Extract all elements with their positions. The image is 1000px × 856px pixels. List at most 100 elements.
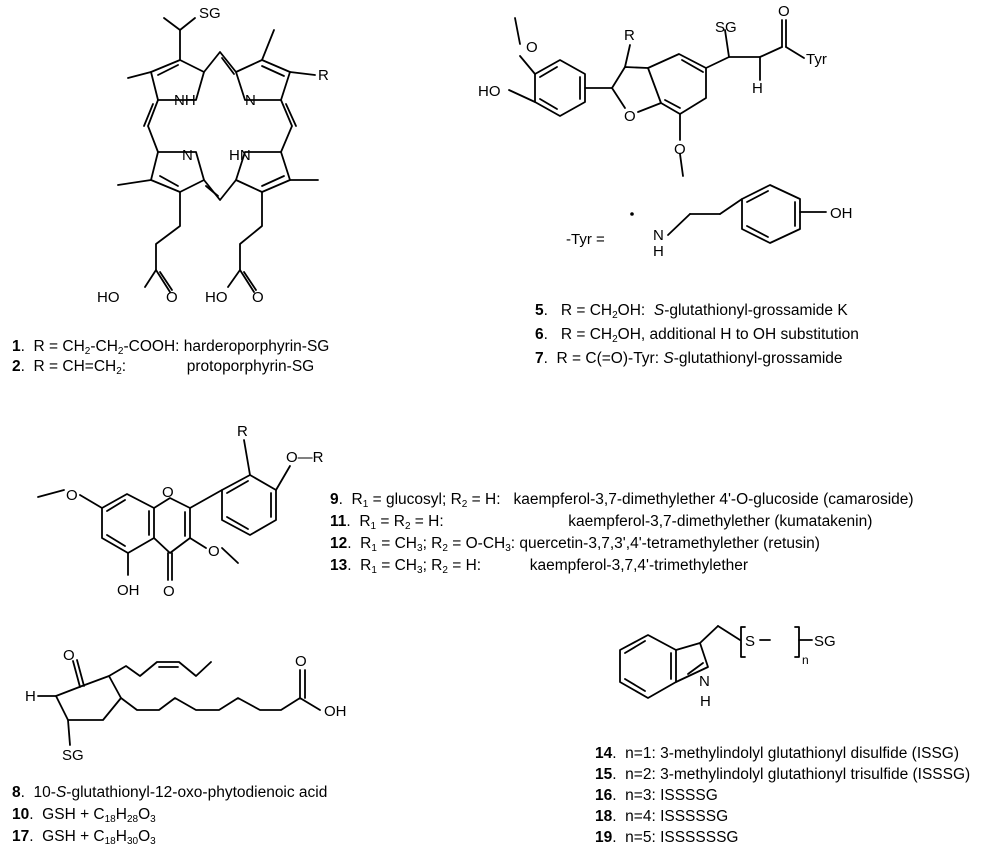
caption-1: 1. R = CH2-CH2-COOH: harderoporphyrin-SG xyxy=(12,338,330,357)
compound-number: 9 xyxy=(330,491,339,508)
grossamide-ho-label: HO xyxy=(478,83,501,100)
grossamide-tyr-label: Tyr xyxy=(806,51,827,68)
porphyrin-r-label: R xyxy=(318,67,329,84)
compound-number: 6 xyxy=(535,326,544,343)
caption-9: 9. R1 = glucosyl; R2 = H: kaempferol-3,7… xyxy=(330,491,914,510)
caption-text: n=3: ISSSSG xyxy=(625,787,718,804)
grossamide-h-label: H xyxy=(752,80,763,97)
indole-s-label: S xyxy=(745,633,755,650)
indole-sg-label: SG xyxy=(814,633,836,650)
compound-number: 16 xyxy=(595,787,613,804)
phytodienoic-structure: O H SG O OH xyxy=(25,647,347,764)
tyr-oh-label: OH xyxy=(830,205,853,222)
porphyrin-n-label-1: N xyxy=(245,92,256,109)
tyr-n-label: N xyxy=(653,227,664,244)
caption-text: R = C(=O)-Tyr: S-glutathionyl-grossamide xyxy=(556,350,843,367)
caption-8: 8. 10-S-glutathionyl-12-oxo-phytodienoic… xyxy=(12,784,328,801)
caption-7: 7. R = C(=O)-Tyr: S-glutathionyl-grossam… xyxy=(535,350,843,367)
compound-name: kaempferol-3,7,4'-trimethylether xyxy=(529,557,749,574)
porphyrin-o-label-2: O xyxy=(252,289,264,306)
porphyrin-structure: SG R NH N N HN HO O HO O xyxy=(97,5,329,306)
flavone-oh-label: OH xyxy=(117,582,140,599)
grossamide-keto-o-label: O xyxy=(778,3,790,20)
porphyrin-ho-label-2: HO xyxy=(205,289,228,306)
indole-n-subscript: n xyxy=(802,653,809,667)
compound-number: 7 xyxy=(535,350,544,367)
grossamide-structure: O HO R O O SG O Tyr H -Tyr = N H OH xyxy=(478,3,853,260)
compound-number: 11 xyxy=(330,513,347,530)
tyr-definition-label: -Tyr = xyxy=(566,231,605,248)
indole-nh-h-label: H xyxy=(700,693,711,710)
caption-13: 13. R1 = CH3; R2 = H: kaempferol-3,7,4'-… xyxy=(330,557,749,576)
compound-number: 15 xyxy=(595,766,613,783)
flavone-methoxy-o-label: O xyxy=(66,487,78,504)
indole-n-label: N xyxy=(699,673,710,690)
caption-text: R = CH2-CH2-COOH: harderoporphyrin-SG xyxy=(33,338,330,357)
caption-14: 14. n=1: 3-methylindolyl glutathionyl di… xyxy=(595,745,960,762)
caption-18: 18. n=4: ISSSSSG xyxy=(595,808,729,825)
flavone-o-r-label: O—R xyxy=(286,449,324,466)
opda-h-label: H xyxy=(25,688,36,705)
compound-number: 12 xyxy=(330,535,348,552)
flavone-r-top-label: R xyxy=(237,423,248,440)
caption-text: GSH + C18H28O3 xyxy=(42,806,156,825)
compound-number: 13 xyxy=(330,557,348,574)
caption-text: R = CH2OH, additional H to OH substituti… xyxy=(560,326,859,345)
caption-text: R1 = CH3; R2 = O-CH3: xyxy=(360,535,516,554)
porphyrin-hn-label: HN xyxy=(229,147,251,164)
caption-19: 19. n=5: ISSSSSSG xyxy=(595,829,739,846)
caption-12: 12. R1 = CH3; R2 = O-CH3: quercetin-3,7,… xyxy=(330,535,820,554)
grossamide-sg-label: SG xyxy=(715,19,737,36)
grossamide-methoxy-o-label-2: O xyxy=(674,141,686,158)
compound-number: 14 xyxy=(595,745,613,762)
flavone-structure: R O—R O O O OH O xyxy=(37,423,324,600)
compound-name: quercetin-3,7,3',4'-tetramethylether (re… xyxy=(519,535,820,552)
caption-16: 16. n=3: ISSSSG xyxy=(595,787,718,804)
caption-2: 2. R = CH=CH2: protoporphyrin-SG xyxy=(12,358,315,377)
caption-text: n=5: ISSSSSSG xyxy=(625,829,739,846)
caption-text: n=2: 3-methylindolyl glutathionyl trisul… xyxy=(625,766,971,783)
opda-oh-label: OH xyxy=(324,703,347,720)
porphyrin-n-label-2: N xyxy=(182,147,193,164)
compound-number: 18 xyxy=(595,808,613,825)
caption-17: 17. GSH + C18H30O3 xyxy=(12,828,156,847)
indole-structure: S n SG N H xyxy=(619,625,836,710)
caption-6: 6. R = CH2OH, additional H to OH substit… xyxy=(535,326,859,345)
porphyrin-sg-label: SG xyxy=(199,5,221,22)
opda-keto-o-label: O xyxy=(63,647,75,664)
caption-text: R = CH=CH2: xyxy=(33,358,127,377)
caption-11: 11. R1 = R2 = H: kaempferol-3,7-dimethyl… xyxy=(330,513,873,532)
flavone-methoxy-o-label-2: O xyxy=(208,543,220,560)
flavone-ring-o-label: O xyxy=(162,484,174,501)
caption-text: R = CH2OH: S-glutathionyl-grossamide K xyxy=(560,302,848,321)
caption-text: GSH + C18H30O3 xyxy=(42,828,156,847)
grossamide-r-label: R xyxy=(624,27,635,44)
caption-text: n=4: ISSSSSG xyxy=(625,808,729,825)
compound-number: 17 xyxy=(12,828,30,845)
caption-text: R1 = glucosyl; R2 = H: xyxy=(351,491,510,510)
caption-text: R1 = R2 = H: xyxy=(359,513,444,532)
caption-15: 15. n=2: 3-methylindolyl glutathionyl tr… xyxy=(595,766,971,783)
caption-text: n=1: 3-methylindolyl glutathionyl disulf… xyxy=(625,745,960,762)
compound-number: 2 xyxy=(12,358,21,375)
caption-text: 10-S-glutathionyl-12-oxo-phytodienoic ac… xyxy=(33,784,328,801)
caption-text: R1 = CH3; R2 = H: xyxy=(360,557,482,576)
compound-name: kaempferol-3,7-dimethylether (kumatakeni… xyxy=(568,513,873,530)
opda-sg-label: SG xyxy=(62,747,84,764)
porphyrin-ho-label-1: HO xyxy=(97,289,120,306)
caption-5: 5. R = CH2OH: S-glutathionyl-grossamide … xyxy=(535,302,848,321)
grossamide-methoxy-o-label: O xyxy=(526,39,538,56)
compound-number: 5 xyxy=(535,302,544,319)
flavone-keto-o-label: O xyxy=(163,583,175,600)
compound-number: 19 xyxy=(595,829,613,846)
opda-acid-o-label: O xyxy=(295,653,307,670)
compound-number: 1 xyxy=(12,338,21,355)
compound-number: 8 xyxy=(12,784,21,801)
porphyrin-nh-label: NH xyxy=(174,92,196,109)
caption-10: 10. GSH + C18H28O3 xyxy=(12,806,156,825)
compound-number: 10 xyxy=(12,806,30,823)
grossamide-ring-o-label: O xyxy=(624,108,636,125)
tyr-nh-h-label: H xyxy=(653,243,664,260)
compound-name: kaempferol-3,7-dimethylether 4'-O-glucos… xyxy=(513,491,914,508)
